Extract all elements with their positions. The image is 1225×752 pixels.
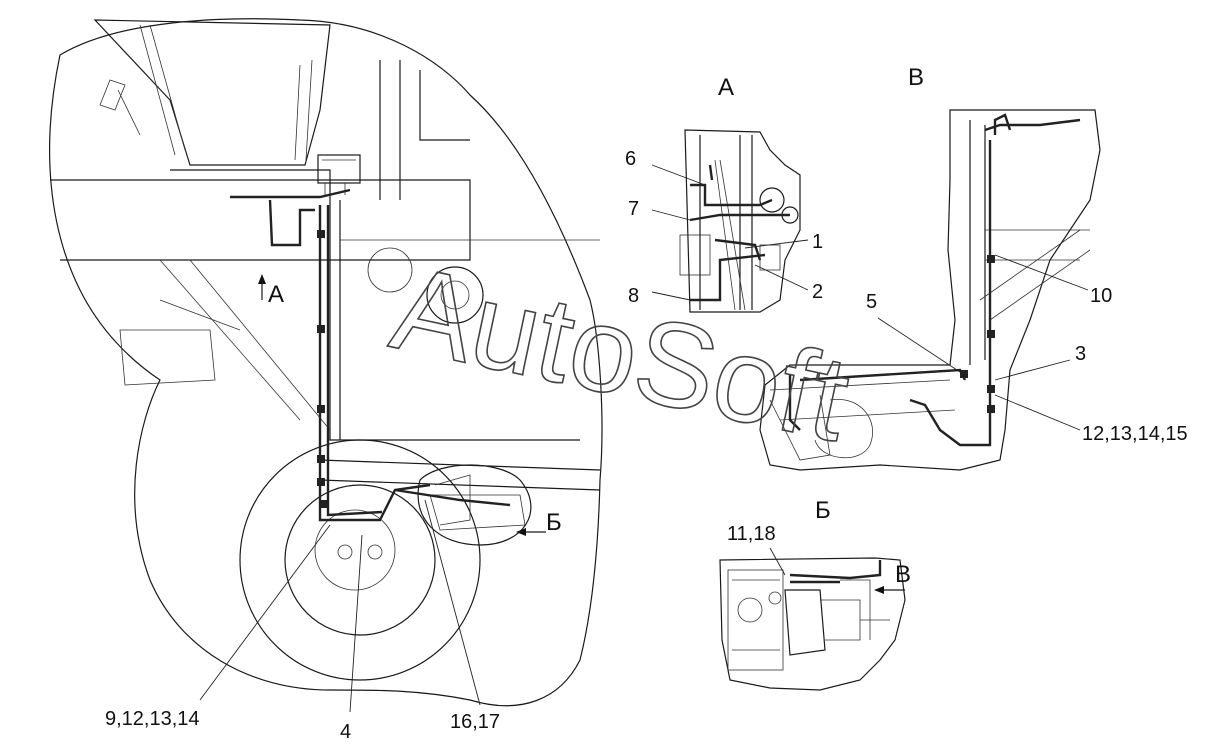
view-marker-b: Б xyxy=(546,509,562,536)
callout-1: 1 xyxy=(812,231,823,253)
callout-10: 10 xyxy=(1090,285,1112,307)
callout-16-17: 16,17 xyxy=(450,711,500,733)
callout-6: 6 xyxy=(625,148,636,170)
detail-view-b: Б В 11,18 xyxy=(719,497,911,691)
callout-5: 5 xyxy=(866,291,877,313)
main-view: А Б 9,12,13,14 4 16,17 xyxy=(49,18,603,743)
callout-3: 3 xyxy=(1075,343,1086,365)
callout-7: 7 xyxy=(628,198,639,220)
detail-view-v: В 10 3 12,13,14,15 5 xyxy=(759,64,1188,471)
callout-12-13-14-15: 12,13,14,15 xyxy=(1082,423,1188,445)
callout-4: 4 xyxy=(340,721,351,743)
view-marker-a: А xyxy=(268,281,284,308)
callout-2: 2 xyxy=(812,281,823,303)
callout-8: 8 xyxy=(628,285,639,307)
inset-marker-v: В xyxy=(895,561,911,588)
view-b-title: Б xyxy=(815,497,831,524)
view-a-title: А xyxy=(718,74,734,101)
detail-view-a: А 6 7 8 1 2 xyxy=(625,74,823,313)
view-v-title: В xyxy=(908,64,924,91)
callout-9-12-13-14: 9,12,13,14 xyxy=(105,708,200,730)
watermark-text: AutoSoft xyxy=(382,240,860,467)
callout-11-18: 11,18 xyxy=(727,523,776,545)
